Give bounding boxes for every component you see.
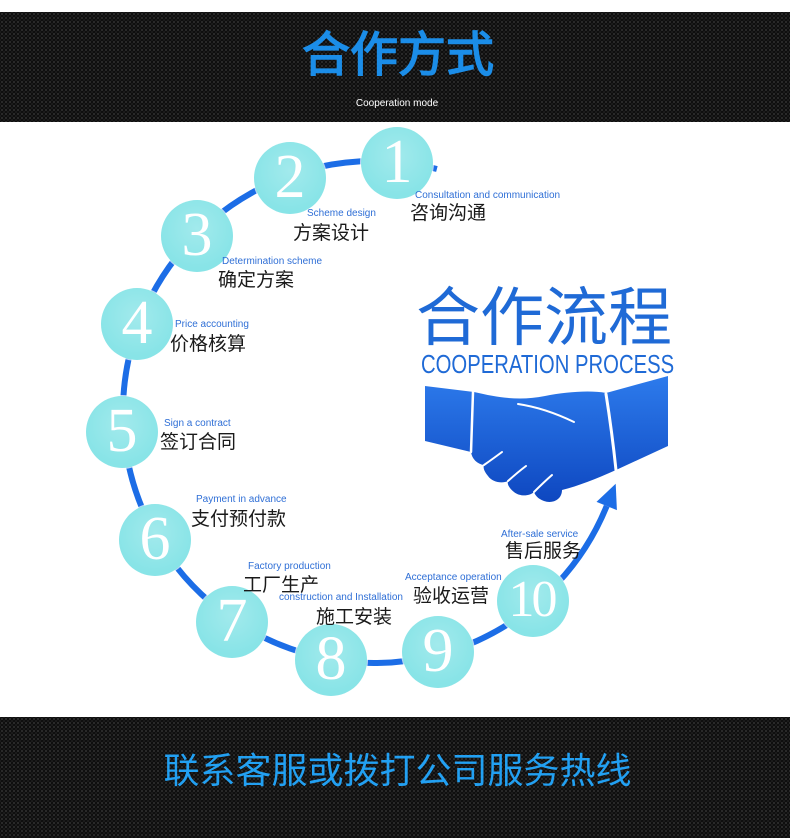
step-number: 5 (106, 397, 138, 465)
step-label-zh: 工厂生产 (243, 574, 320, 596)
header-band: 合作方式 Cooperation mode (0, 12, 790, 122)
step-number-badge: 6 (119, 504, 191, 576)
step-number-badge: 8 (295, 624, 367, 696)
handshake-icon (425, 376, 668, 502)
step-number-badge: 1 (361, 127, 433, 199)
cooperation-process-diagram: 合作流程 COOPERATION PROCESS 1 Consultation … (0, 122, 790, 717)
step-label-zh: 支付预付款 (191, 508, 287, 530)
step-number-badge: 4 (101, 288, 173, 360)
step-number: 3 (181, 201, 213, 269)
step-label-en: Determination scheme (222, 256, 323, 267)
step-number: 9 (422, 617, 454, 685)
step-label-zh: 验收运营 (413, 585, 490, 607)
step-label-zh: 咨询沟通 (410, 202, 487, 224)
handshake-shape (425, 376, 668, 502)
step-label-en: Scheme design (307, 208, 376, 219)
step-label-zh: 售后服务 (505, 540, 582, 562)
step-number: 4 (121, 289, 153, 357)
step-number: 8 (315, 625, 347, 693)
page-subtitle: Cooperation mode (355, 98, 439, 109)
step-label-en: Consultation and communication (415, 190, 561, 201)
step-number: 2 (274, 143, 306, 211)
step-number-badge: 10 (497, 565, 569, 637)
step-label-zh: 确定方案 (218, 269, 295, 291)
step-number: 1 (381, 128, 413, 196)
step-label-en: Price accounting (175, 319, 249, 330)
step-number: 7 (216, 587, 248, 655)
step-number-badge: 5 (86, 396, 158, 468)
step-label-zh: 价格核算 (170, 333, 247, 355)
process-title-en: COOPERATION PROCESS (421, 349, 675, 379)
footer-band: 联系客服或拨打公司服务热线 (0, 717, 790, 838)
step-number: 10 (508, 571, 558, 628)
step-label-en: After-sale service (501, 529, 579, 540)
handshake-lines (469, 390, 618, 493)
step-label-en: Acceptance operation (405, 572, 502, 583)
step-number-badge: 7 (196, 586, 268, 658)
step-number: 6 (139, 505, 171, 573)
page-title: 合作方式 (301, 27, 494, 83)
step-label-en: Sign a contract (164, 418, 231, 429)
step-label-zh: 施工安装 (316, 606, 393, 628)
step-label-en: Payment in advance (196, 494, 287, 505)
step-label-zh: 方案设计 (293, 222, 370, 244)
step-label-en: Factory production (248, 561, 331, 572)
process-title: 合作流程 (416, 282, 672, 356)
arrow-up-icon (596, 483, 617, 511)
step-number-badge: 9 (402, 616, 474, 688)
step-label-zh: 签订合同 (160, 431, 237, 453)
contact-hotline-text: 联系客服或拨打公司服务热线 (163, 751, 632, 792)
step-number-badge: 2 (254, 142, 326, 214)
step-label-en: construction and Installation (279, 592, 403, 603)
step-number-badge: 3 (161, 200, 233, 272)
